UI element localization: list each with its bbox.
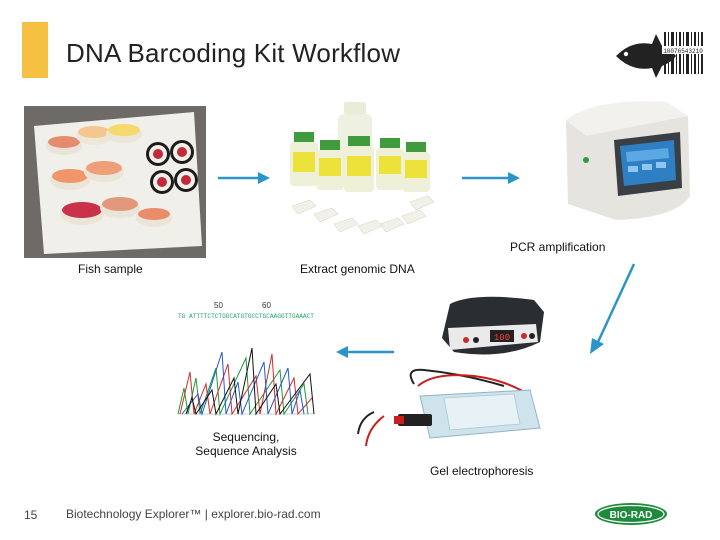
gel-electrophoresis-image: 100 (354, 288, 550, 458)
label-sequencing-line1: Sequencing, (212, 430, 280, 444)
footer-text: Biotechnology Explorer™ | explorer.bio-r… (66, 507, 321, 521)
label-sequencing-line2: Sequence Analysis (195, 444, 297, 458)
arrow-right-icon (462, 170, 522, 186)
power-supply-display: 100 (494, 333, 510, 343)
pcr-thermal-cycler-image (556, 96, 698, 230)
dna-extraction-kit-image (284, 96, 444, 250)
label-pcr: PCR amplification (510, 240, 606, 254)
chromatogram-tick-60: 60 (262, 301, 271, 310)
arrow-down-left-icon (588, 262, 638, 356)
arrow-left-icon (334, 344, 394, 360)
barcode-digits: 10076543210 (663, 48, 703, 55)
label-fish-sample: Fish sample (78, 262, 143, 276)
chromatogram-tick-50: 50 (214, 301, 223, 310)
chromatogram-bases: TG ATTTTCTCTGGCATGTGCCTGCAAGGTTGAAACT (178, 313, 314, 320)
title-bar (22, 22, 612, 78)
label-gel-electrophoresis: Gel electrophoresis (430, 464, 534, 478)
slide-number: 15 (24, 508, 38, 522)
arrow-right-icon (218, 170, 270, 186)
title-accent-bar (22, 22, 48, 78)
sequencing-chromatogram-image: 50 60 TG ATTTTCTCTGGCATGTGCCTGCAAGGTTGAA… (176, 298, 316, 418)
label-sequencing: Sequencing, Sequence Analysis (176, 430, 316, 458)
fish-sample-image (24, 106, 206, 258)
bio-rad-logo-icon: BIO-RAD (594, 502, 668, 526)
slide-title: DNA Barcoding Kit Workflow (66, 38, 401, 68)
fish-barcode-logo-icon: 10076543210 (612, 26, 712, 88)
label-extract-dna: Extract genomic DNA (300, 262, 415, 276)
bio-rad-logo-text: BIO-RAD (610, 510, 653, 521)
